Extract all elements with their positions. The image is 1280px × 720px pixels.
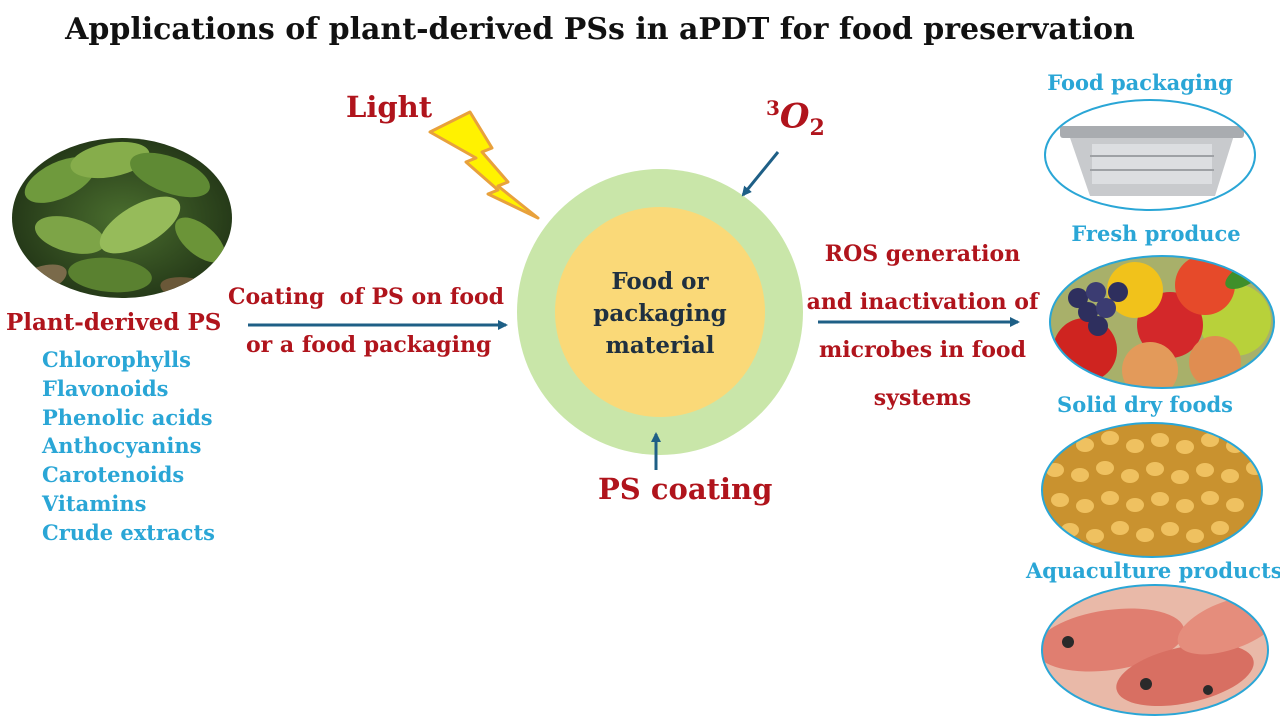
app-label-aquaculture: Aquaculture products xyxy=(1026,558,1280,583)
right-arrow-text-line3: microbes in food xyxy=(819,337,1026,363)
center-label-line3: material xyxy=(605,332,715,359)
right-arrow-text-line1: ROS generation xyxy=(824,241,1021,267)
fresh-produce-image xyxy=(1049,255,1275,389)
plant-ps-item: Carotenoids xyxy=(42,462,185,488)
diagram-title: Applications of plant-derived PSs in aPD… xyxy=(65,12,1135,47)
lightning-bolt-icon xyxy=(428,110,540,220)
oxygen-superscript: 3 xyxy=(766,96,780,120)
center-label: Food or packaging material xyxy=(580,266,740,362)
oxygen-symbol: O xyxy=(779,96,810,137)
plant-ps-item: Anthocyanins xyxy=(42,433,202,459)
left-arrow-text-line1: Coating of PS on food xyxy=(228,284,505,310)
left-arrow-text-line2: or a food packaging xyxy=(246,332,492,358)
ps-coating-label: PS coating xyxy=(598,472,773,506)
aluminum-tray-image xyxy=(1044,99,1256,211)
light-label: Light xyxy=(346,90,433,124)
plant-ps-item: Phenolic acids xyxy=(42,404,213,430)
center-label-line2: packaging xyxy=(593,300,727,327)
right-arrow-text-line4: systems xyxy=(873,385,972,411)
tilapia-fish-image xyxy=(1041,584,1269,716)
app-label-solid-dry-foods: Solid dry foods xyxy=(1057,392,1233,417)
right-arrow-text: ROS generation and inactivation of micro… xyxy=(800,230,1045,422)
right-arrow-text-line2: and inactivation of xyxy=(806,289,1039,315)
plant-ps-item: Vitamins xyxy=(42,490,147,516)
app-label-fresh-produce: Fresh produce xyxy=(1071,221,1241,246)
plant-ps-item: Crude extracts xyxy=(42,519,215,545)
oxygen-subscript: 2 xyxy=(809,115,825,142)
plant-ps-heading: Plant-derived PS xyxy=(6,309,222,336)
app-label-food-packaging: Food packaging xyxy=(1047,70,1233,95)
food-material-core xyxy=(555,207,765,417)
center-label-line1: Food or xyxy=(611,268,709,295)
oxygen-label: 3O2 xyxy=(766,96,825,141)
plant-ps-item: Flavonoids xyxy=(42,375,169,401)
oxygen-arrow xyxy=(741,151,780,197)
plant-ps-item: Chlorophylls xyxy=(42,347,191,372)
plant-leaves-image xyxy=(12,138,232,298)
plant-ps-list: Chlorophylls Flavonoids Phenolic acids A… xyxy=(42,346,215,548)
corn-kernels-image xyxy=(1041,422,1263,558)
